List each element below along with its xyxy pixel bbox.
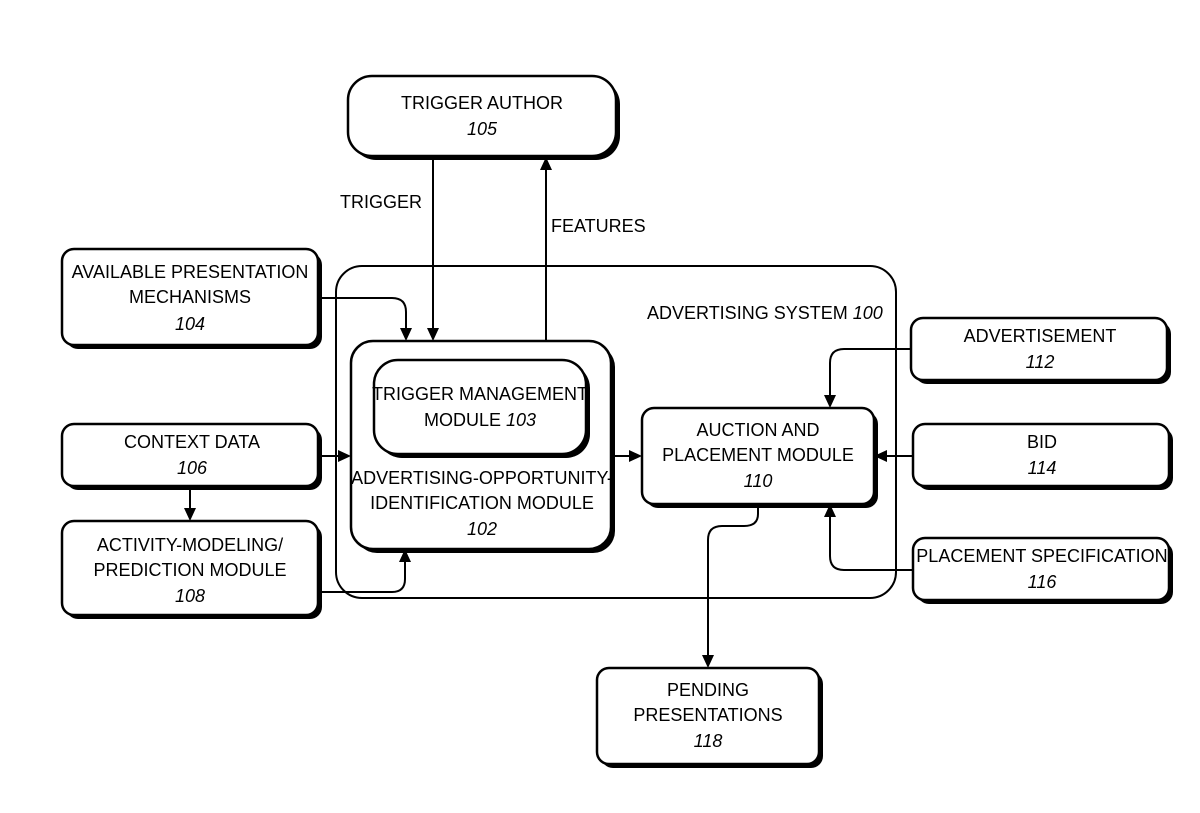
available-presentation-box: AVAILABLE PRESENTATION MECHANISMS 104 xyxy=(60,247,322,349)
auction-placement-title-1: AUCTION AND xyxy=(696,420,819,440)
placement-spec-number: 116 xyxy=(1028,572,1058,592)
trigger-management-box: TRIGGER MANAGEMENT MODULE 103 xyxy=(372,358,590,458)
placement-spec-title: PLACEMENT SPECIFICATION xyxy=(916,546,1167,566)
advertisement-to-auction-line xyxy=(829,348,911,395)
advertisement-to-auction-arrowhead xyxy=(824,395,836,408)
activity-to-adopp-arrowhead xyxy=(399,549,411,562)
available-presentation-title-2: MECHANISMS xyxy=(129,287,251,307)
features-edge-label: FEATURES xyxy=(551,216,646,236)
advertising-system-label: ADVERTISING SYSTEM 100 xyxy=(647,303,883,323)
trigger-edge-label: TRIGGER xyxy=(340,192,422,212)
ad-opportunity-title-2: IDENTIFICATION MODULE xyxy=(370,493,594,513)
activity-modeling-number: 108 xyxy=(175,586,205,606)
ad-opportunity-number: 102 xyxy=(467,519,497,539)
context-data-box: CONTEXT DATA 106 xyxy=(60,422,322,490)
placement-spec-box: PLACEMENT SPECIFICATION 116 xyxy=(911,536,1173,604)
available-to-adopp-line xyxy=(318,297,407,328)
available-presentation-title-1: AVAILABLE PRESENTATION xyxy=(72,262,309,282)
advertisement-box: ADVERTISEMENT 112 xyxy=(909,316,1171,384)
auction-to-pending-arrowhead xyxy=(702,655,714,668)
trigger-arrowhead xyxy=(427,328,439,341)
trigger-management-title-1: TRIGGER MANAGEMENT xyxy=(372,384,588,404)
ad-opportunity-title-1: ADVERTISING-OPPORTUNITY- xyxy=(351,468,613,488)
connectors: TRIGGER FEATURES xyxy=(184,156,913,668)
bid-box: BID 114 xyxy=(911,422,1173,490)
bid-title: BID xyxy=(1027,432,1057,452)
advertisement-number: 112 xyxy=(1026,352,1055,372)
pending-presentations-title-1: PENDING xyxy=(667,680,749,700)
pending-presentations-number: 118 xyxy=(694,731,723,751)
trigger-author-box: TRIGGER AUTHOR 105 xyxy=(346,74,620,160)
auction-placement-box: AUCTION AND PLACEMENT MODULE 110 xyxy=(640,406,878,508)
context-to-adopp-arrowhead xyxy=(338,450,351,462)
available-presentation-number: 104 xyxy=(175,314,205,334)
pending-presentations-box: PENDING PRESENTATIONS 118 xyxy=(595,666,823,768)
activity-modeling-box: ACTIVITY-MODELING/ PREDICTION MODULE 108 xyxy=(60,519,322,619)
trigger-author-title: TRIGGER AUTHOR xyxy=(401,93,563,113)
bid-number: 114 xyxy=(1028,458,1057,478)
activity-modeling-title-1: ACTIVITY-MODELING/ xyxy=(97,535,283,555)
auction-placement-title-2: PLACEMENT MODULE xyxy=(662,445,854,465)
context-to-activity-arrowhead xyxy=(184,508,196,521)
auction-to-pending-line xyxy=(707,504,759,655)
context-data-number: 106 xyxy=(177,458,208,478)
available-to-adopp-arrowhead xyxy=(400,328,412,341)
auction-placement-number: 110 xyxy=(744,471,773,491)
activity-modeling-title-2: PREDICTION MODULE xyxy=(93,560,286,580)
adopp-to-auction-arrowhead xyxy=(629,450,642,462)
pending-presentations-title-2: PRESENTATIONS xyxy=(633,705,782,725)
bid-to-auction-arrowhead xyxy=(874,450,887,462)
trigger-author-number: 105 xyxy=(467,119,498,139)
placement-to-auction-arrowhead xyxy=(824,504,836,517)
context-data-title: CONTEXT DATA xyxy=(124,432,260,452)
features-arrowhead xyxy=(540,157,552,170)
activity-to-adopp-line xyxy=(318,562,406,593)
trigger-management-title-2: MODULE 103 xyxy=(424,410,536,430)
advertisement-title: ADVERTISEMENT xyxy=(964,326,1117,346)
placement-to-auction-line xyxy=(829,517,913,571)
